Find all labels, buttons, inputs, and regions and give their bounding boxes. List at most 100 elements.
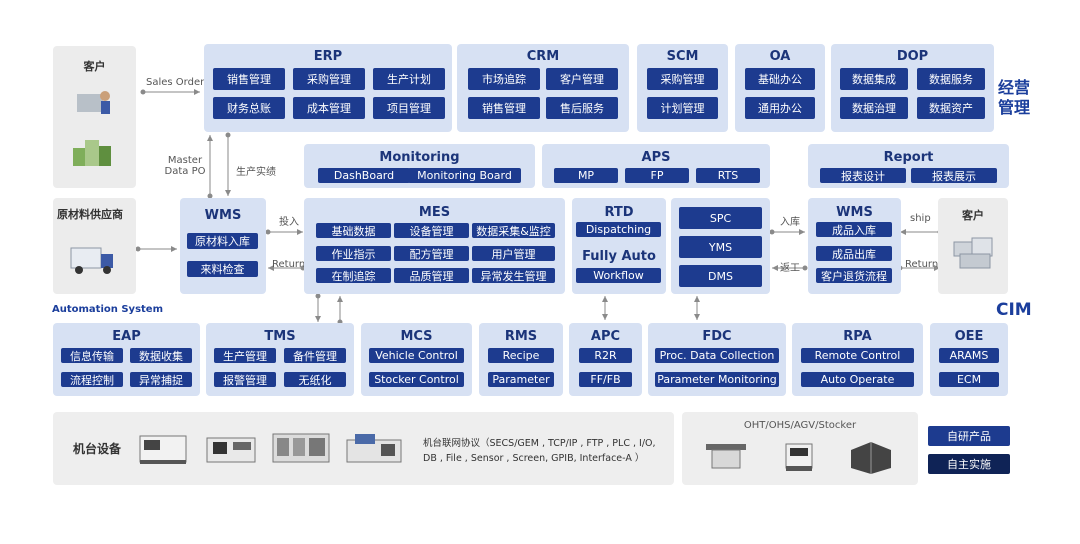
wms-incoming-check-button[interactable]: 来料检查	[187, 261, 258, 277]
mcs-panel: MCS Vehicle Control Stocker Control	[361, 323, 472, 396]
workflow-button[interactable]: Workflow	[576, 268, 661, 283]
scm-plan-button[interactable]: 计划管理	[647, 97, 718, 119]
tms-alarm-button[interactable]: 报警管理	[214, 372, 276, 387]
wms-raw-inbound-button[interactable]: 原材料入库	[187, 233, 258, 249]
erp-project-button[interactable]: 项目管理	[373, 97, 445, 119]
crm-sales-button[interactable]: 销售管理	[468, 97, 540, 119]
oht-panel: OHT/OHS/AGV/Stocker	[682, 412, 918, 485]
mes-data-collect-button[interactable]: 数据采集&监控	[472, 223, 555, 238]
dop-integration-button[interactable]: 数据集成	[840, 68, 908, 90]
mes-recipe-button[interactable]: 配方管理	[394, 246, 469, 261]
aps-panel: APS MP FP RTS	[542, 144, 770, 188]
legend-self-implementation: 自主实施	[928, 454, 1010, 474]
machine-1-icon	[139, 435, 187, 464]
dashboard-button[interactable]: DashBoard	[318, 168, 410, 183]
mes-quality-button[interactable]: 品质管理	[394, 268, 469, 283]
eap-transfer-button[interactable]: 信息传输	[61, 348, 123, 363]
report-design-button[interactable]: 报表设计	[820, 168, 906, 183]
equipment-panel: 机台设备 机台联网协议（SECS/GEM , TCP/IP , FTP , PL…	[53, 412, 674, 485]
ecm-button[interactable]: ECM	[939, 372, 999, 387]
wms-right-panel: WMS 成品入库 成品出库 客户退货流程	[808, 198, 901, 294]
eap-flow-button[interactable]: 流程控制	[61, 372, 123, 387]
scm-panel: SCM 采购管理 计划管理	[637, 44, 728, 132]
monitoring-board-button[interactable]: Monitoring Board	[408, 168, 521, 183]
dop-governance-button[interactable]: 数据治理	[840, 97, 908, 119]
eap-collect-button[interactable]: 数据收集	[130, 348, 192, 363]
dop-service-button[interactable]: 数据服务	[917, 68, 985, 90]
tms-spare-button[interactable]: 备件管理	[284, 348, 346, 363]
parameter-button[interactable]: Parameter	[488, 372, 554, 387]
mes-work-instruction-button[interactable]: 作业指示	[316, 246, 391, 261]
customer-top-panel: 客户	[53, 46, 136, 188]
fffb-button[interactable]: FF/FB	[579, 372, 632, 387]
crm-service-button[interactable]: 售后服务	[546, 97, 618, 119]
report-title: Report	[883, 150, 934, 165]
scm-purchase-button[interactable]: 采购管理	[647, 68, 718, 90]
eap-title: EAP	[112, 329, 141, 344]
boxes-icon	[953, 237, 993, 269]
recipe-button[interactable]: Recipe	[488, 348, 554, 363]
auto-operate-button[interactable]: Auto Operate	[801, 372, 914, 387]
stocker-control-button[interactable]: Stocker Control	[369, 372, 464, 387]
r2r-button[interactable]: R2R	[579, 348, 632, 363]
mes-basic-data-button[interactable]: 基础数据	[316, 223, 391, 238]
mes-equipment-button[interactable]: 设备管理	[394, 223, 469, 238]
equipment-title: 机台设备	[73, 442, 122, 456]
sales-order-label: Sales Order	[146, 77, 205, 88]
dms-button[interactable]: DMS	[679, 265, 762, 287]
dop-title: DOP	[896, 49, 929, 64]
crm-customer-button[interactable]: 客户管理	[546, 68, 618, 90]
inbound-label: 入库	[780, 217, 800, 228]
proc-data-collection-button[interactable]: Proc. Data Collection	[655, 348, 779, 363]
aps-rts-button[interactable]: RTS	[696, 168, 760, 183]
wms-product-outbound-button[interactable]: 成品出库	[816, 246, 892, 261]
erp-sales-button[interactable]: 销售管理	[213, 68, 285, 90]
rms-panel: RMS Recipe Parameter	[479, 323, 563, 396]
tms-panel: TMS 生产管理 备件管理 报警管理 无纸化	[206, 323, 354, 396]
erp-finance-button[interactable]: 财务总账	[213, 97, 285, 119]
arams-button[interactable]: ARAMS	[939, 348, 999, 363]
business-management-label: 经营管理	[998, 78, 1031, 117]
erp-plan-button[interactable]: 生产计划	[373, 68, 445, 90]
aps-fp-button[interactable]: FP	[625, 168, 689, 183]
remote-control-button[interactable]: Remote Control	[801, 348, 914, 363]
mes-user-button[interactable]: 用户管理	[472, 246, 555, 261]
vehicle-control-button[interactable]: Vehicle Control	[369, 348, 464, 363]
dop-asset-button[interactable]: 数据资产	[917, 97, 985, 119]
apc-title: APC	[590, 329, 621, 344]
rtd-dispatching-button[interactable]: Dispatching	[576, 222, 661, 237]
tms-paperless-button[interactable]: 无纸化	[284, 372, 346, 387]
wms-left-panel: WMS 原材料入库 来料检查	[180, 198, 266, 294]
customer-person-icon	[77, 91, 110, 114]
crm-market-button[interactable]: 市场追踪	[468, 68, 540, 90]
oa-panel: OA 基础办公 通用办公	[735, 44, 825, 132]
fully-auto-title: Fully Auto	[582, 249, 656, 264]
aps-mp-button[interactable]: MP	[554, 168, 618, 183]
rpa-title: RPA	[843, 329, 872, 344]
rms-title: RMS	[504, 329, 538, 344]
legend-self-product: 自研产品	[928, 426, 1010, 446]
wms-product-inbound-button[interactable]: 成品入库	[816, 222, 892, 237]
oa-general-button[interactable]: 通用办公	[745, 97, 815, 119]
mes-exception-button[interactable]: 异常发生管理	[472, 268, 555, 283]
customer-right-panel: 客户	[938, 198, 1008, 294]
scm-title: SCM	[666, 49, 699, 64]
report-display-button[interactable]: 报表展示	[911, 168, 997, 183]
wms-customer-return-button[interactable]: 客户退货流程	[816, 268, 892, 283]
rtd-title: RTD	[604, 205, 634, 220]
wms-right-title: WMS	[836, 205, 873, 220]
oa-basic-button[interactable]: 基础办公	[745, 68, 815, 90]
rpa-panel: RPA Remote Control Auto Operate	[792, 323, 923, 396]
parameter-monitoring-button[interactable]: Parameter Monitoring	[655, 372, 779, 387]
protocols-text: 机台联网协议（SECS/GEM , TCP/IP , FTP , PLC , I…	[423, 438, 656, 464]
spc-button[interactable]: SPC	[679, 207, 762, 229]
erp-purchase-button[interactable]: 采购管理	[293, 68, 365, 90]
rework-label: 返工	[780, 263, 800, 274]
mes-wip-button[interactable]: 在制追踪	[316, 268, 391, 283]
yms-button[interactable]: YMS	[679, 236, 762, 258]
eap-exception-button[interactable]: 异常捕捉	[130, 372, 192, 387]
erp-panel: ERP 销售管理 采购管理 生产计划 财务总账 成本管理 项目管理	[204, 44, 452, 132]
oht-icon	[706, 444, 746, 469]
tms-production-button[interactable]: 生产管理	[214, 348, 276, 363]
erp-cost-button[interactable]: 成本管理	[293, 97, 365, 119]
